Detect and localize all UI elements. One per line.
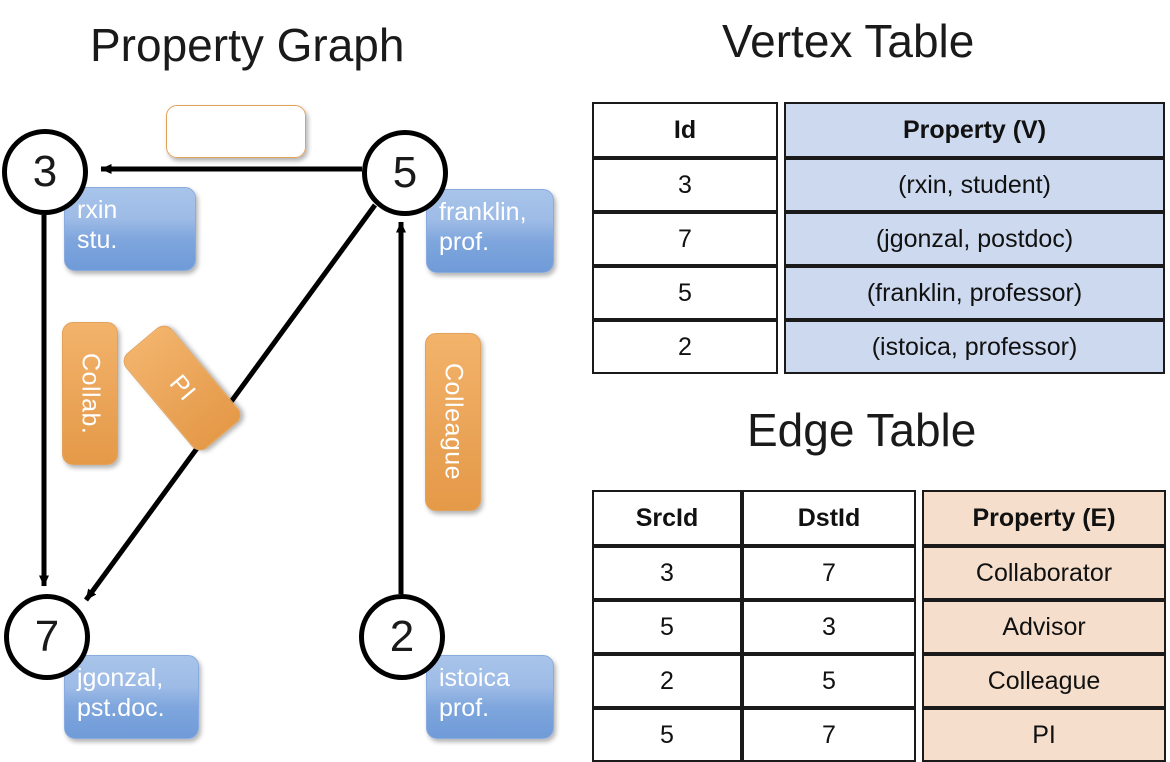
vertex-property-rxin-line2: stu. [77,225,118,254]
vertex-property-box-franklin: franklin, prof. [426,189,554,273]
graph-node-7[interactable]: 7 [4,594,90,680]
edge-label-colleague-text: Colleague [439,363,468,481]
edge-table-header-property: Property (E) [922,490,1166,546]
vertex-property-franklin-line1: franklin, [439,198,527,226]
edge-row-1-property: Advisor [922,600,1166,654]
vertex-property-box-istoica: istoica prof. [426,655,554,739]
edge-row-2-src: 2 [592,654,742,708]
table-row: 5 7 PI [592,708,1166,762]
vertex-property-jgonzal-line1: jgonzal, [77,664,164,692]
column-gap [916,600,922,654]
vertex-table-header-property: Property (V) [784,102,1165,158]
table-row: 2 5 Colleague [592,654,1166,708]
edge-label-collab: Collab. [62,322,118,465]
graph-node-2-label: 2 [389,612,415,661]
graph-node-3-label: 3 [32,147,58,196]
vertex-property-istoica-line1: istoica [439,664,510,692]
vertex-row-1-id: 7 [592,212,778,266]
vertex-property-box-jgonzal: jgonzal, pst.doc. [64,655,199,739]
column-gap [778,320,784,374]
vertex-property-jgonzal-line2: pst.doc. [77,693,165,722]
page-title-property-graph: Property Graph [90,19,405,71]
edge-table-header-srcid: SrcId [592,490,742,546]
edge-row-0-property: Collaborator [922,546,1166,600]
column-gap [916,654,922,708]
table-header-row: Id Property (V) [592,102,1165,158]
edge-row-1-dst: 3 [742,600,916,654]
edge-row-3-src: 5 [592,708,742,762]
edge-label-collab-text: Collab. [76,352,105,435]
column-gap [778,158,784,212]
edge-row-2-dst: 5 [742,654,916,708]
vertex-row-3-property: (istoica, professor) [784,320,1165,374]
table-row: 3 7 Collaborator [592,546,1166,600]
graph-node-5[interactable]: 5 [362,130,448,216]
vertex-row-0-id: 3 [592,158,778,212]
edge-label-advisor: Advisor [166,105,306,158]
edge-row-2-property: Colleague [922,654,1166,708]
edge-label-advisor-text: Advisor [194,117,278,145]
graph-node-3[interactable]: 3 [2,129,88,215]
edge-label-colleague: Colleague [425,333,481,511]
edge-table-header-dstid: DstId [742,490,916,546]
vertex-row-2-id: 5 [592,266,778,320]
page-title-vertex-table: Vertex Table [722,15,975,67]
column-gap [916,490,922,546]
vertex-table: Id Property (V) 3 (rxin, student) 7 (jgo… [592,102,1165,374]
column-gap [916,708,922,762]
vertex-row-1-property: (jgonzal, postdoc) [784,212,1165,266]
column-gap [916,546,922,600]
table-row: 7 (jgonzal, postdoc) [592,212,1165,266]
table-row: 3 (rxin, student) [592,158,1165,212]
column-gap [778,102,784,158]
vertex-table-header-id: Id [592,102,778,158]
graph-node-5-label: 5 [392,148,418,197]
edge-row-0-src: 3 [592,546,742,600]
vertex-row-3-id: 2 [592,320,778,374]
edge-table: SrcId DstId Property (E) 3 7 Collaborato… [592,490,1166,762]
vertex-property-franklin-line2: prof. [439,227,490,256]
graph-node-2[interactable]: 2 [359,594,445,680]
edge-row-3-dst: 7 [742,708,916,762]
vertex-row-0-property: (rxin, student) [784,158,1165,212]
table-row: 5 3 Advisor [592,600,1166,654]
page-title-edge-table: Edge Table [747,404,977,456]
vertex-property-rxin-line1: rxin [77,196,118,224]
graph-node-7-label: 7 [34,612,60,661]
table-row: 2 (istoica, professor) [592,320,1165,374]
edge-row-0-dst: 7 [742,546,916,600]
column-gap [778,212,784,266]
table-header-row: SrcId DstId Property (E) [592,490,1166,546]
edge-row-1-src: 5 [592,600,742,654]
column-gap [778,266,784,320]
edge-label-pi-text: PI [163,369,202,407]
vertex-property-istoica-line2: prof. [439,693,490,722]
edge-row-3-property: PI [922,708,1166,762]
vertex-property-box-rxin: rxin stu. [64,187,196,271]
vertex-row-2-property: (franklin, professor) [784,266,1165,320]
table-row: 5 (franklin, professor) [592,266,1165,320]
